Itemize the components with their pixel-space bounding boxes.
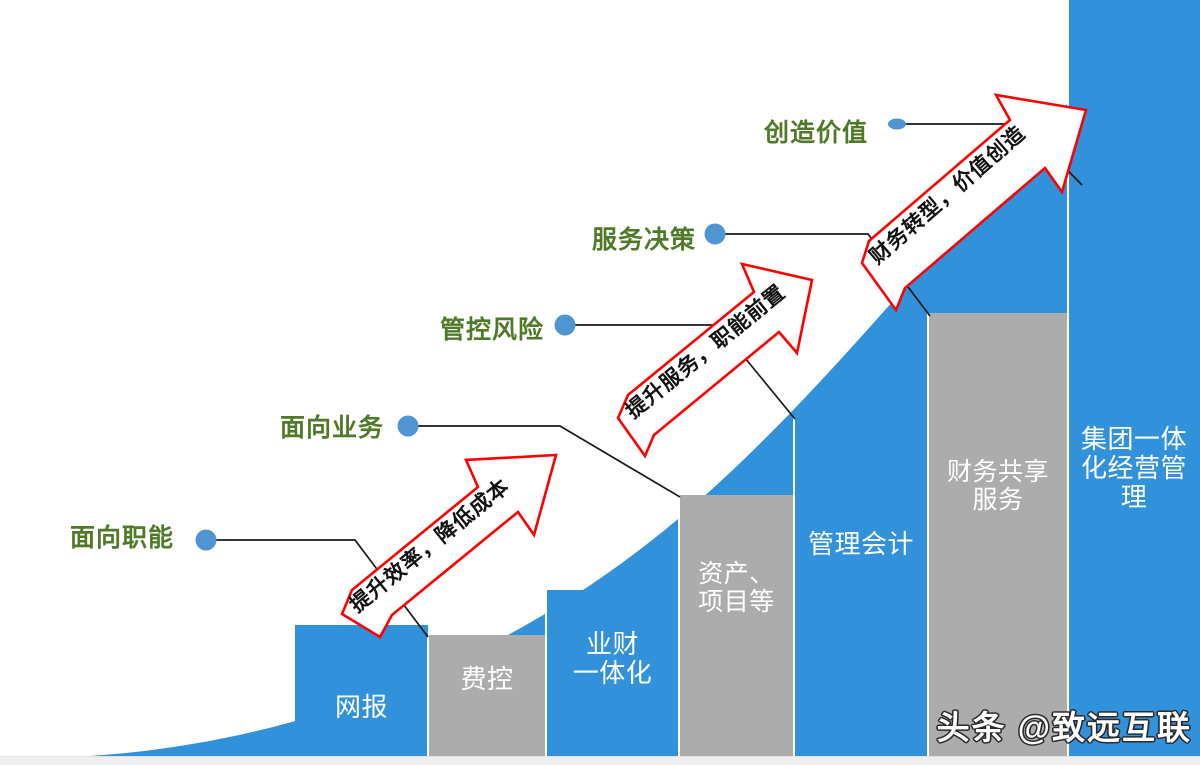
bottom-rule bbox=[0, 756, 1200, 765]
bar-group bbox=[295, 0, 1200, 757]
stage-dot-1 bbox=[195, 529, 217, 551]
stage-dot-2 bbox=[397, 415, 419, 437]
bar-zichan-xiangmu bbox=[679, 495, 794, 757]
bar-jituan-yitihua bbox=[1068, 0, 1200, 757]
leader-line-4 bbox=[723, 233, 931, 317]
stage-dot-3 bbox=[554, 314, 576, 336]
stage-dot-4 bbox=[704, 223, 726, 245]
bar-caiwu-gongxiang bbox=[928, 313, 1068, 757]
stage-dots bbox=[195, 118, 906, 551]
stage-dot-5 bbox=[888, 118, 906, 130]
watermark-text: 头条 @致远互联 bbox=[936, 709, 1192, 746]
stage-label-guankong-fengxian: 管控风险 bbox=[440, 316, 545, 344]
red-arrow-1 bbox=[340, 453, 558, 639]
bar-yecai-yitihua bbox=[546, 590, 679, 757]
stage-label-mianxiang-zhineng: 面向职能 bbox=[70, 524, 175, 552]
red-arrow-2 bbox=[616, 262, 814, 459]
bar-guanli-kuaiji bbox=[794, 417, 928, 757]
stage-label-mianxiang-yewu: 面向业务 bbox=[280, 414, 385, 442]
stage-label-chuangzao-jiazhi: 创造价值 bbox=[764, 119, 869, 147]
bar-wangbao bbox=[295, 625, 428, 757]
bar-feikong bbox=[428, 635, 546, 757]
red-arrow-3 bbox=[860, 93, 1088, 313]
stage-label-fuwu-juece: 服务决策 bbox=[592, 226, 697, 254]
leader-line-2 bbox=[418, 425, 681, 498]
